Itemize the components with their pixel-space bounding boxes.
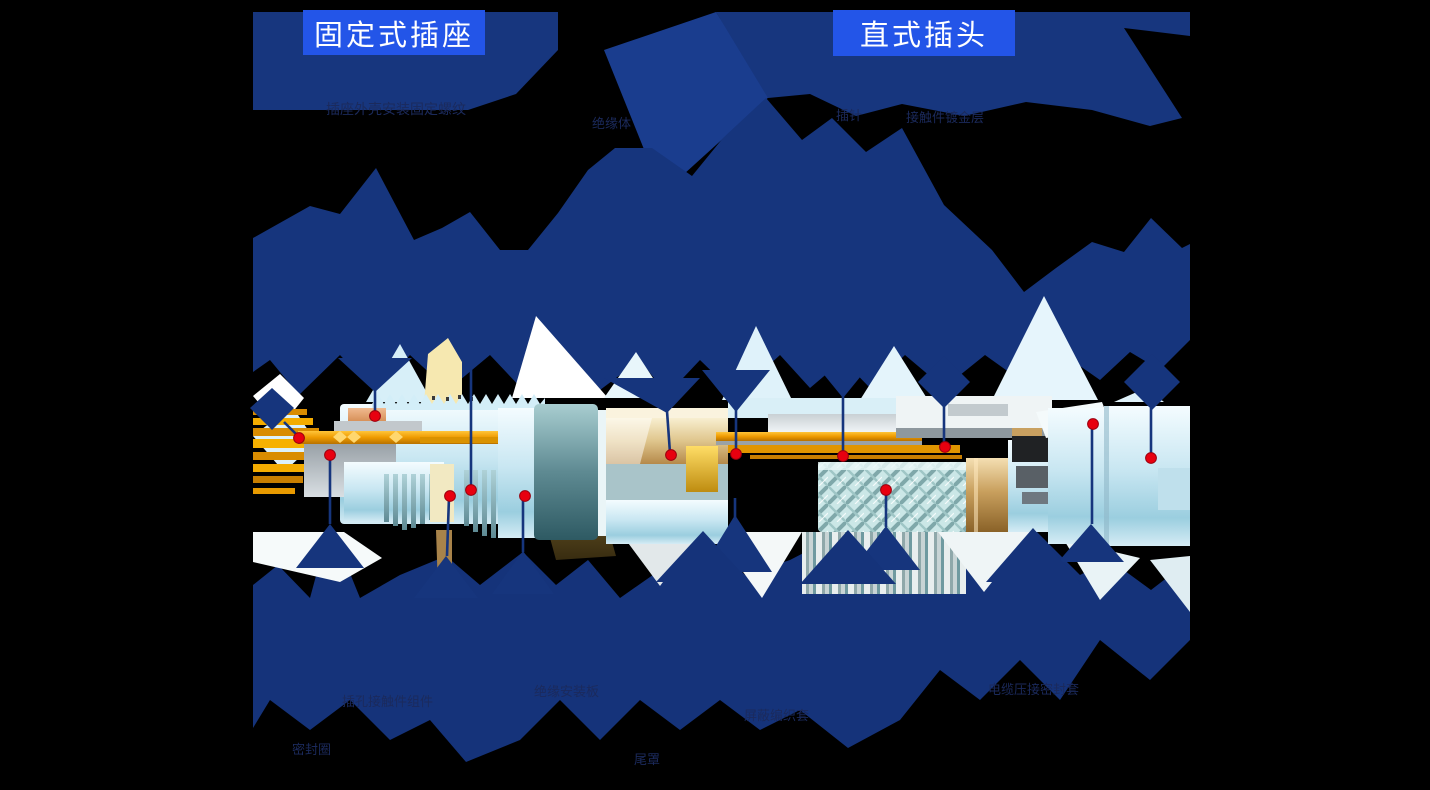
arrow-diamond — [250, 388, 294, 430]
wire — [253, 464, 311, 472]
serration-teeth — [372, 394, 545, 410]
tooth-speck — [432, 396, 435, 400]
callout-dot — [369, 410, 381, 422]
nose-low — [606, 500, 728, 544]
gray-slab — [334, 421, 422, 432]
crystal-facet — [938, 532, 1032, 592]
faint-label: 绝缘安装板 — [534, 684, 599, 699]
spring-finger — [384, 474, 389, 522]
arrow-diamond — [918, 356, 970, 408]
knurl-texture — [818, 462, 968, 532]
wire — [253, 439, 325, 448]
arrow-triangle — [604, 378, 700, 413]
crystal-facet — [992, 296, 1098, 400]
peak-overlay — [986, 528, 1080, 582]
strip-glint — [347, 431, 361, 443]
bronze-highlight — [974, 458, 978, 532]
plug-pale-top — [728, 398, 900, 418]
knurl-highlight — [818, 462, 968, 470]
leader-line — [665, 410, 672, 454]
crystal-facet — [860, 346, 928, 400]
wire — [253, 488, 295, 494]
teal-ring — [534, 404, 598, 540]
tooth-speck — [446, 397, 449, 401]
faint-label: 密封圈 — [292, 742, 331, 757]
peak-overlay — [800, 530, 896, 584]
wire — [253, 418, 313, 425]
callout-dot — [880, 484, 892, 496]
crystal-belt — [253, 98, 1190, 395]
collet-gray — [1016, 466, 1056, 488]
pin-thin — [750, 455, 962, 459]
crystal-facet — [424, 338, 462, 404]
faint-label: 绝缘体 — [592, 116, 631, 131]
backshell-seam — [1104, 406, 1109, 546]
peak-overlay — [656, 531, 750, 582]
callout-dot — [293, 432, 305, 444]
spring-finger — [393, 474, 398, 526]
callout-dot — [519, 490, 531, 502]
strip-glint — [333, 431, 347, 443]
crystal-facet — [1150, 556, 1190, 612]
crystal-facet — [512, 316, 608, 398]
faint-label: 插孔接触件组件 — [342, 694, 433, 709]
spring-finger — [464, 470, 469, 526]
backshell-step — [1158, 468, 1190, 510]
tooth-speck — [458, 395, 461, 399]
faint-label: 电缆压接密封套 — [988, 682, 1079, 697]
faint-label: 尾罩 — [634, 752, 660, 767]
callout-dot — [939, 441, 951, 453]
crystal-facet — [366, 344, 432, 402]
spring-finger — [473, 470, 478, 532]
arrow-triangle-up — [414, 556, 478, 598]
spring-finger — [491, 470, 496, 538]
callout-dot — [324, 449, 336, 461]
arrow-triangle — [702, 370, 770, 412]
wire — [253, 476, 303, 483]
pin-gap — [716, 441, 922, 445]
label-chip-socket: 固定式插座 — [303, 10, 485, 55]
white-sliver — [598, 410, 606, 536]
label-chip-plug: 直式插头 — [833, 10, 1015, 56]
arrow-triangle-up — [492, 551, 554, 594]
spring-finger — [402, 474, 407, 530]
pin-upper — [716, 432, 922, 441]
arrow-triangle-up — [1058, 524, 1124, 562]
socket-rear — [498, 408, 536, 538]
gray-patch — [948, 404, 1008, 416]
faint-label: 接触件镀金层 — [906, 110, 984, 125]
faint-label: 插针 — [836, 108, 862, 123]
spring-finger — [411, 474, 416, 528]
spring-finger — [482, 470, 487, 536]
wire — [253, 452, 319, 460]
wire — [253, 428, 319, 436]
callout-dot — [665, 449, 677, 461]
faint-label: 屏蔽编织套 — [744, 708, 809, 723]
spring-finger — [420, 474, 425, 524]
callout-dot — [730, 448, 742, 460]
leader-line — [445, 496, 451, 557]
gray-slab-2 — [768, 414, 898, 432]
arrow-diamond — [1124, 354, 1180, 410]
crystal-facet — [620, 532, 700, 586]
slab-under — [896, 428, 1052, 438]
collet-tan — [1012, 428, 1042, 436]
callout-dot — [1145, 452, 1157, 464]
arrow-triangle-up — [296, 524, 364, 568]
faint-label: 插座外壳安装固定螺纹 — [326, 101, 466, 117]
callout-dot — [1087, 418, 1099, 430]
arrow-triangle — [812, 360, 874, 398]
arrow-triangle — [338, 358, 412, 392]
strip-glint — [389, 431, 403, 443]
nose-gleam — [606, 418, 652, 464]
mid-cylinder — [1048, 408, 1110, 544]
callout-dot — [837, 450, 849, 462]
gold-block — [686, 446, 718, 492]
bronze-ring — [966, 458, 1010, 532]
callout-dot — [465, 484, 477, 496]
callout-dot — [444, 490, 456, 502]
